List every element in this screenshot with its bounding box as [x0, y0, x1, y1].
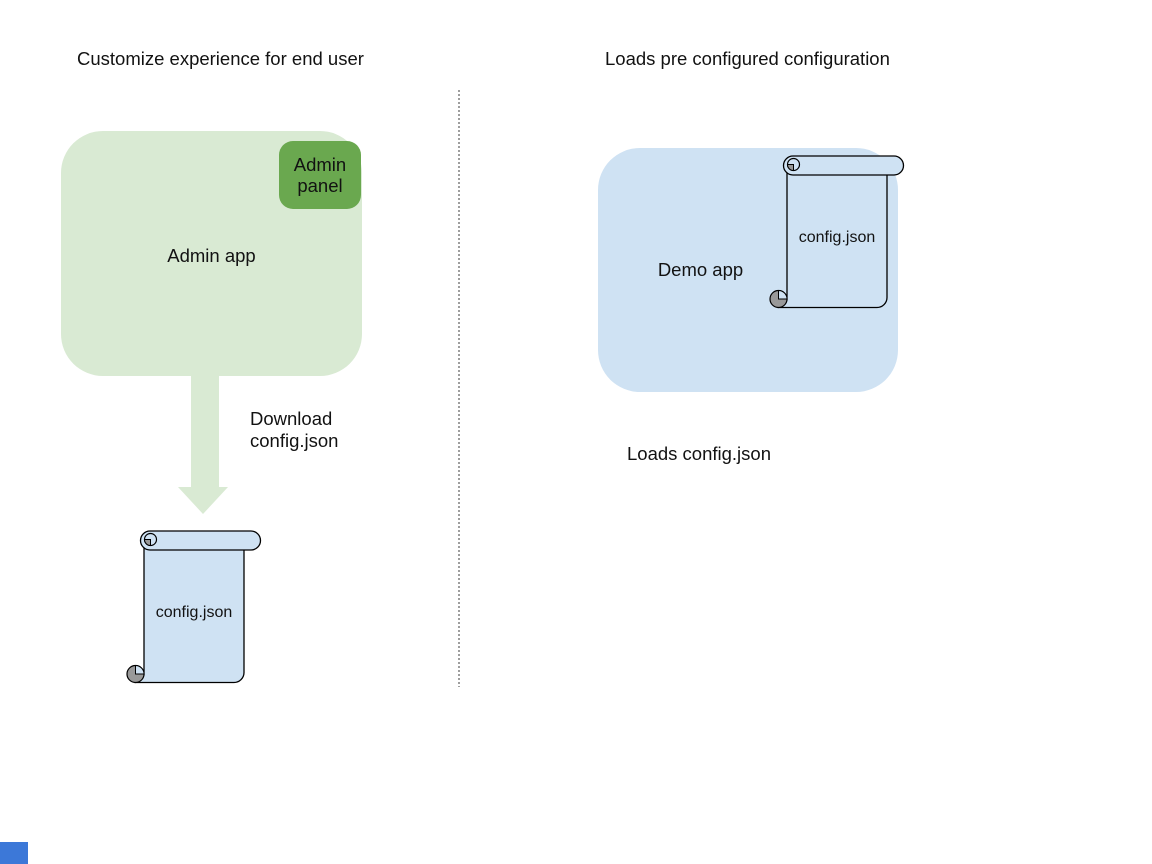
- loads-config-caption: Loads config.json: [627, 443, 771, 464]
- scroll-top-bar: [782, 155, 905, 176]
- scroll-shape-icon: [126, 530, 262, 684]
- scroll-bottom-curl-highlight: [135, 664, 145, 675]
- scroll-top-bar: [139, 530, 262, 551]
- scroll-top-curl-shadow: [143, 539, 151, 547]
- right-section-title: Loads pre configured configuration: [605, 48, 890, 69]
- section-divider: [458, 90, 460, 687]
- arrow-shape: [178, 375, 228, 514]
- scroll-top-curl-shadow: [786, 164, 794, 172]
- config-file-scroll-right: config.json: [768, 153, 905, 313]
- scroll-body: [777, 164, 888, 309]
- config-file-label-left: config.json: [155, 604, 233, 621]
- scroll-bottom-curl-highlight: [778, 289, 788, 300]
- admin-app-label: Admin app: [167, 245, 256, 266]
- download-caption: Download config.json: [250, 408, 339, 451]
- admin-panel-box: Admin panel: [279, 141, 361, 209]
- admin-app-box: Admin app Admin panel: [61, 131, 362, 376]
- config-file-label-right: config.json: [798, 229, 876, 246]
- admin-panel-label: Admin panel: [293, 153, 347, 197]
- demo-app-label: Demo app: [657, 259, 744, 280]
- corner-marker: [0, 842, 28, 864]
- config-file-scroll-left: config.json: [125, 528, 262, 688]
- scroll-shape-icon: [769, 155, 905, 309]
- left-section-title: Customize experience for end user: [77, 48, 364, 69]
- scroll-body: [134, 539, 245, 684]
- download-arrow-icon: [178, 375, 228, 514]
